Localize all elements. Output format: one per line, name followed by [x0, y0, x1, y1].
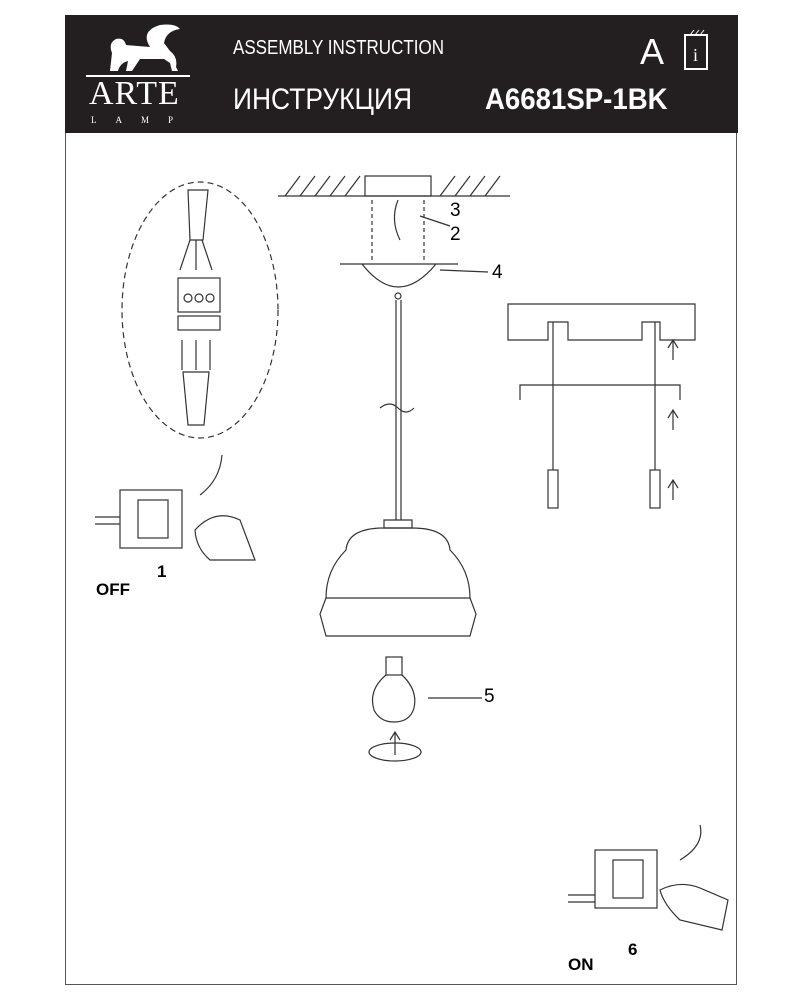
- switch-on-label: ON: [568, 955, 594, 974]
- language-mark: A: [640, 31, 665, 72]
- winged-lion-logo-icon: [86, 24, 190, 77]
- callout-3: 3: [450, 200, 461, 221]
- brand-sub: LAMP: [91, 115, 193, 125]
- ceiling-canopy: [278, 175, 510, 637]
- svg-text:i: i: [693, 45, 698, 65]
- mounting-detail: [507, 303, 696, 509]
- model-number: A6681SP-1BK: [485, 83, 668, 116]
- wiring-detail: [121, 181, 279, 439]
- title-ru: ИНСТРУКЦИЯ: [233, 83, 413, 116]
- light-bulb: [368, 656, 482, 762]
- callout-6: 6: [628, 940, 638, 959]
- callout-1: 1: [157, 562, 167, 581]
- title-en: ASSEMBLY INSTRUCTION: [233, 37, 444, 59]
- manual-info-icon: i: [684, 29, 708, 70]
- switch-off-illustration: [95, 454, 256, 561]
- callout-4: 4: [492, 262, 503, 283]
- header-banner: ARTE LAMP ASSEMBLY INSTRUCTION ИНСТРУКЦИ…: [65, 15, 738, 133]
- brand-logo: ARTE: [89, 75, 180, 112]
- switch-off-label: OFF: [96, 580, 130, 599]
- callout-2: 2: [450, 224, 461, 245]
- callout-5: 5: [484, 686, 495, 707]
- switch-on-illustration: [568, 824, 729, 931]
